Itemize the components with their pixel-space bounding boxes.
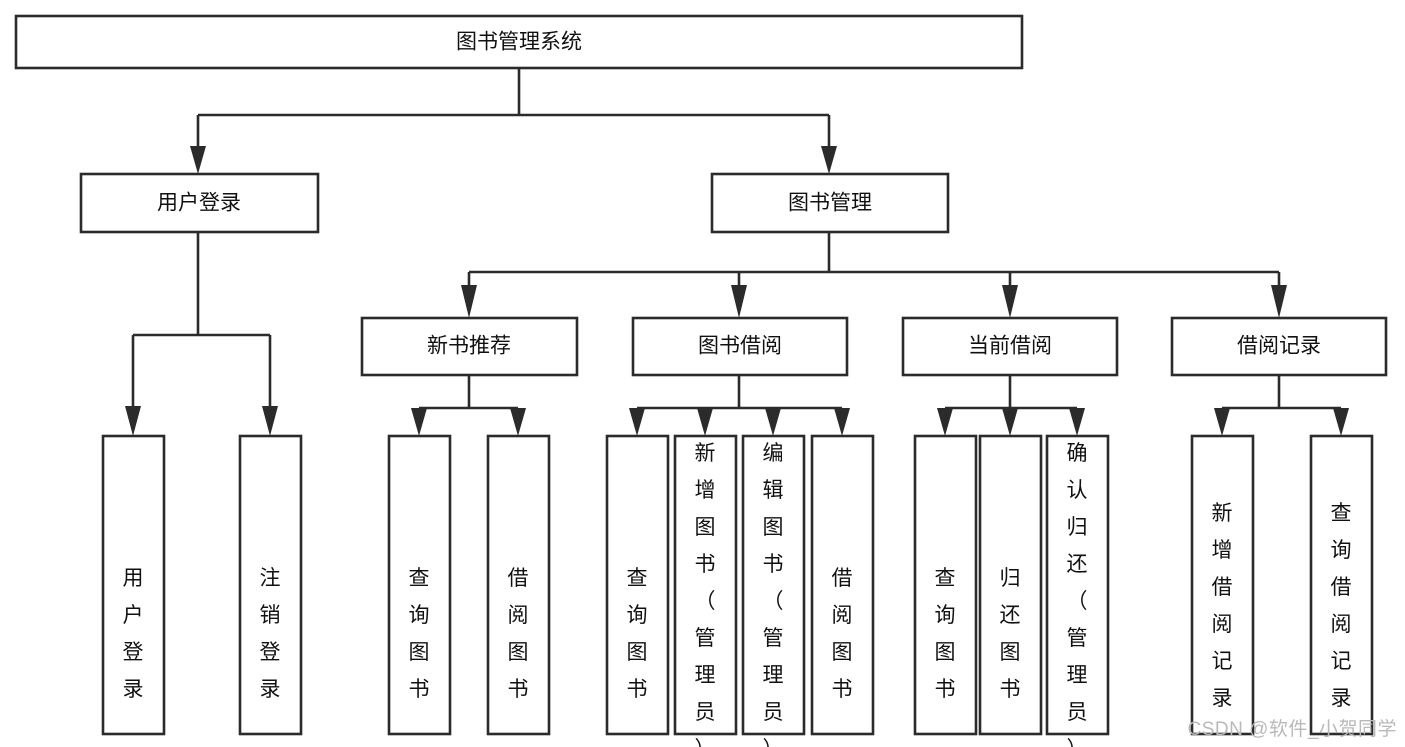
node-book-management[interactable]: 图书管理 bbox=[710, 172, 950, 234]
node-box[interactable] bbox=[741, 434, 806, 736]
arrow-head-icon bbox=[937, 408, 953, 436]
leaf-node-edit-book-admin[interactable]: 编辑图书（管理员） bbox=[741, 434, 806, 747]
node-label: 确认归还（管理员） bbox=[1067, 442, 1088, 747]
node-label: 查询图书 bbox=[935, 567, 956, 701]
arrow-head-icon bbox=[411, 408, 427, 436]
node-box[interactable] bbox=[631, 316, 849, 377]
connector-currentborrow-to-leaves bbox=[937, 375, 1085, 436]
node-box[interactable] bbox=[360, 316, 579, 377]
node-box[interactable] bbox=[1190, 434, 1255, 736]
node-box[interactable] bbox=[79, 172, 320, 234]
node-root-book-management-system[interactable]: 图书管理系统 bbox=[14, 14, 1024, 70]
leaf-node-query-book[interactable]: 查询图书 bbox=[605, 434, 670, 736]
node-box[interactable] bbox=[14, 14, 1024, 70]
arrow-head-icon bbox=[1002, 285, 1018, 318]
node-label: 新书推荐 bbox=[427, 335, 511, 358]
arrow-head-icon bbox=[1271, 285, 1287, 318]
node-label: 当前借阅 bbox=[968, 335, 1052, 358]
leaf-node-query-book-current[interactable]: 查询图书 bbox=[913, 434, 978, 736]
arrow-head-icon bbox=[1214, 408, 1230, 436]
node-box[interactable] bbox=[673, 434, 738, 736]
node-new-book-recommend[interactable]: 新书推荐 bbox=[360, 316, 579, 377]
arrow-head-icon bbox=[125, 406, 141, 436]
node-current-borrow[interactable]: 当前借阅 bbox=[901, 316, 1119, 377]
arrow-head-icon bbox=[262, 406, 278, 436]
node-box[interactable] bbox=[1045, 434, 1110, 736]
node-label: 新增图书（管理员） bbox=[695, 442, 716, 747]
node-label: 借阅记录 bbox=[1237, 335, 1321, 358]
leaf-node-borrow-book-recommend[interactable]: 借阅图书 bbox=[486, 434, 551, 736]
leaf-node-borrow-book[interactable]: 借阅图书 bbox=[810, 434, 875, 736]
node-borrow-record[interactable]: 借阅记录 bbox=[1170, 316, 1388, 377]
node-box[interactable] bbox=[1170, 316, 1388, 377]
node-user-login[interactable]: 用户登录 bbox=[79, 172, 320, 234]
node-label: 用户登录 bbox=[157, 192, 241, 215]
arrow-head-icon bbox=[510, 408, 526, 436]
node-box[interactable] bbox=[710, 172, 950, 234]
leaf-node-confirm-return-admin[interactable]: 确认归还（管理员） bbox=[1045, 434, 1110, 747]
node-box[interactable] bbox=[913, 434, 978, 736]
node-label: 图书借阅 bbox=[698, 335, 782, 358]
arrow-head-icon bbox=[765, 408, 781, 436]
arrow-head-icon bbox=[834, 408, 850, 436]
node-label: 注销登录 bbox=[260, 567, 281, 701]
node-label: 用户登录 bbox=[123, 567, 144, 701]
node-book-borrow[interactable]: 图书借阅 bbox=[631, 316, 849, 377]
node-label: 编辑图书（管理员） bbox=[763, 442, 784, 747]
arrow-head-icon bbox=[1002, 408, 1018, 436]
node-box[interactable] bbox=[101, 434, 166, 736]
node-box[interactable] bbox=[238, 434, 303, 736]
leaf-node-user-login[interactable]: 用户登录 bbox=[101, 434, 166, 736]
node-label: 查询借阅记录 bbox=[1331, 502, 1352, 710]
node-box[interactable] bbox=[901, 316, 1119, 377]
leaf-node-return-book[interactable]: 归还图书 bbox=[978, 434, 1043, 736]
node-label: 查询图书 bbox=[409, 567, 430, 701]
arrow-head-icon bbox=[821, 146, 837, 174]
connector-borrowrecord-to-leaves bbox=[1214, 375, 1349, 436]
node-label: 图书管理 bbox=[788, 192, 872, 215]
connector-userlogin-to-leaves bbox=[125, 232, 278, 436]
connector-root-to-level2 bbox=[190, 68, 837, 174]
leaf-node-query-borrow-record[interactable]: 查询借阅记录 bbox=[1309, 434, 1374, 736]
leaf-node-query-book-recommend[interactable]: 查询图书 bbox=[387, 434, 452, 736]
node-box[interactable] bbox=[387, 434, 452, 736]
node-box[interactable] bbox=[810, 434, 875, 736]
connector-bookborrow-to-leaves bbox=[629, 375, 850, 436]
leaf-node-add-book-admin[interactable]: 新增图书（管理员） bbox=[673, 434, 738, 747]
arrow-head-icon bbox=[1069, 408, 1085, 436]
connector-newbook-to-leaves bbox=[411, 375, 526, 436]
leaf-node-add-borrow-record[interactable]: 新增借阅记录 bbox=[1190, 434, 1255, 736]
node-box[interactable] bbox=[978, 434, 1043, 736]
node-label: 新增借阅记录 bbox=[1212, 502, 1233, 710]
node-label: 借阅图书 bbox=[832, 567, 853, 701]
arrow-head-icon bbox=[731, 285, 747, 318]
arrow-head-icon bbox=[1333, 408, 1349, 436]
arrow-head-icon bbox=[190, 146, 206, 174]
arrow-head-icon bbox=[629, 408, 645, 436]
node-label: 归还图书 bbox=[1000, 567, 1021, 701]
leaf-node-logout[interactable]: 注销登录 bbox=[238, 434, 303, 736]
connector-bookmgmt-to-level3 bbox=[461, 232, 1287, 318]
node-box[interactable] bbox=[486, 434, 551, 736]
arrow-head-icon bbox=[697, 408, 713, 436]
node-label: 图书管理系统 bbox=[456, 31, 582, 54]
node-box[interactable] bbox=[605, 434, 670, 736]
arrow-head-icon bbox=[461, 285, 477, 318]
node-box[interactable] bbox=[1309, 434, 1374, 736]
node-label: 查询图书 bbox=[627, 567, 648, 701]
node-label: 借阅图书 bbox=[508, 567, 529, 701]
